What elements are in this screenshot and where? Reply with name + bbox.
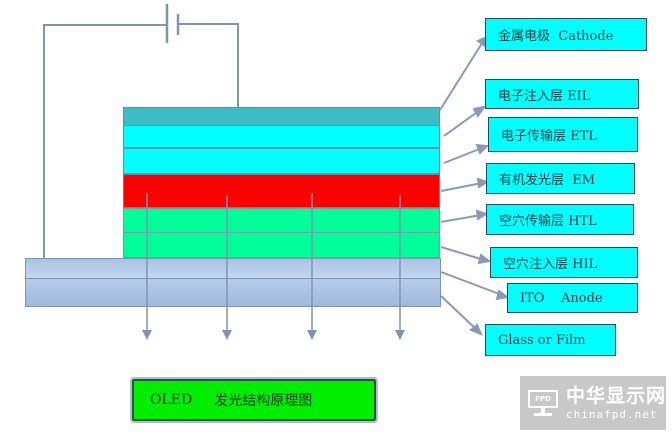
wire-right [178, 23, 239, 107]
pointer-em [440, 182, 483, 192]
pointer-ito [440, 271, 503, 296]
watermark-name: 中华显示网 [566, 384, 667, 407]
label-hil: 空穴注入层 HIL [490, 247, 638, 278]
arrowhead-1 [142, 330, 152, 340]
label-etl: 电子传输层 ETL [488, 117, 638, 152]
label-htl: 空穴传输层 HTL [486, 204, 634, 235]
caption-prefix: OLED [150, 392, 193, 408]
diagram-caption: OLED 发光结构原理图 [130, 377, 378, 423]
wire-left [43, 24, 166, 258]
htl-layer [123, 208, 440, 233]
pointer-eil [443, 109, 481, 137]
monitor-logo-icon: FPD [528, 386, 558, 420]
arrowhead-3 [307, 330, 317, 340]
eil-layer [123, 125, 440, 148]
pointer-etl [443, 147, 483, 164]
pointer-cathode [439, 39, 485, 111]
label-cathode: 金属电极 Cathode [485, 18, 647, 51]
watermark: FPD 中华显示网 chinafpd.net [520, 376, 666, 430]
label-em: 有机发光层 EM [486, 163, 635, 194]
em-layer [123, 174, 440, 208]
pointer-glass [440, 295, 478, 331]
pointer-htl [440, 214, 482, 223]
caption-title: 发光结构原理图 [214, 393, 313, 409]
pointer-hil [440, 246, 485, 261]
logo-text: FPD [535, 395, 551, 403]
label-glass: Glass or Film [485, 324, 616, 356]
arrowhead-4 [395, 330, 405, 340]
label-ito: ITO Anode [507, 283, 638, 313]
arrowhead-2 [222, 330, 232, 340]
etl-layer [123, 148, 440, 174]
watermark-domain: chinafpd.net [566, 407, 658, 421]
hil-layer [123, 232, 440, 258]
label-eil: 电子注入层 EIL [485, 79, 639, 109]
glass-layer [25, 278, 441, 307]
